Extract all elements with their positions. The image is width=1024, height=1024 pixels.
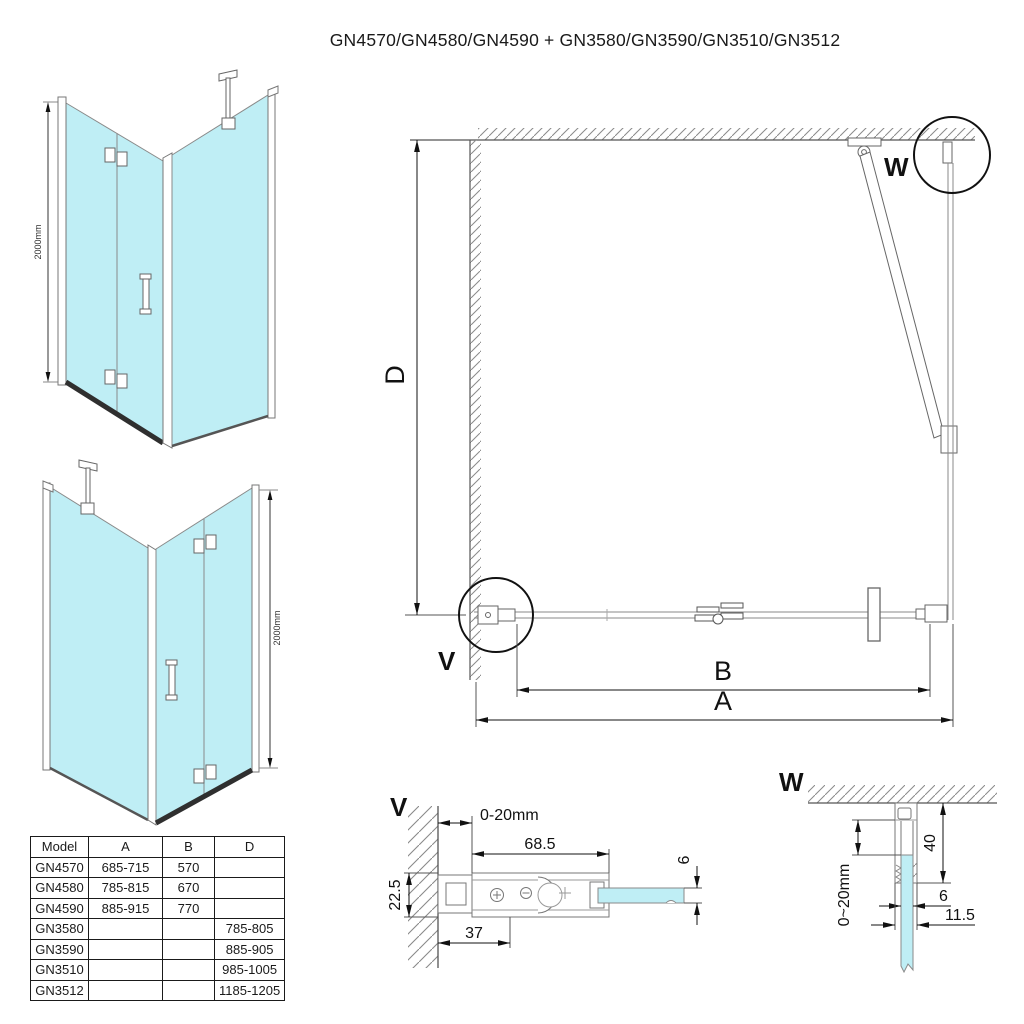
table-row: GN4580 785-815 670 [30, 877, 286, 899]
page-title: GN4570/GN4580/GN4590 + GN3580/GN3590/GN3… [329, 30, 841, 50]
cell-b: 770 [162, 897, 215, 919]
iso-reverse-side-panel [42, 480, 149, 822]
cell-d: 785-805 [213, 918, 286, 940]
iso-view-front: 2000mm [33, 69, 279, 449]
cell-b [162, 918, 215, 940]
cell-a: 885-915 [88, 897, 163, 919]
plan-depth-label: D [380, 365, 410, 385]
cell-a: 685-715 [88, 856, 163, 878]
plan-dim-depth [405, 140, 466, 616]
detail-w-glass-thickness-label: 6 [939, 888, 948, 905]
detail-w-dims [852, 803, 975, 930]
table-row: GN3510 985-1005 [30, 959, 286, 981]
iso-reverse-height-label: 2000mm [272, 610, 282, 645]
iso-reverse-handle [165, 659, 178, 701]
plan-total-width-label: A [714, 686, 732, 716]
plan-view: D W V [380, 116, 991, 727]
table-header-row: Model A B D [30, 836, 286, 858]
cell-a [88, 979, 163, 1001]
cell-b: 570 [162, 856, 215, 878]
detail-w-title: W [779, 767, 804, 797]
iso-reverse-dimension [259, 489, 278, 769]
iso-front-handle [139, 273, 152, 315]
cell-model: GN3510 [30, 959, 89, 981]
cell-d: 885-905 [213, 938, 286, 960]
table-row: GN4590 885-915 770 [30, 897, 286, 919]
detail-v-glass-thickness-label: 6 [676, 855, 693, 864]
header-model: Model [30, 836, 89, 858]
detail-v-wall-gap-label: 0-20mm [480, 807, 539, 824]
cell-model: GN3590 [30, 938, 89, 960]
cell-d [213, 877, 286, 899]
plan-walls [410, 128, 975, 680]
iso-front-side-panel [171, 85, 279, 448]
detail-v-dims [404, 816, 702, 948]
cell-d: 1185-1205 [213, 979, 286, 1001]
detail-w-gasket [913, 863, 917, 883]
cell-a: 785-815 [88, 877, 163, 899]
cell-a [88, 918, 163, 940]
iso-view-reverse: 2000mm [42, 459, 282, 826]
plan-side-panel [942, 141, 954, 620]
plan-detail-w-label: W [884, 152, 909, 182]
cell-model: GN3580 [30, 918, 89, 940]
cell-model: GN4570 [30, 856, 89, 878]
table-row: GN3580 785-805 [30, 918, 286, 940]
cell-model: GN4590 [30, 897, 89, 919]
cell-a [88, 959, 163, 981]
plan-detail-v-label: V [438, 646, 456, 676]
cell-d [213, 897, 286, 919]
plan-dim-total-width [475, 624, 954, 727]
detail-v-length-label: 68.5 [524, 836, 555, 853]
detail-v-depth-label: 22.5 [387, 879, 404, 910]
iso-reverse-hinges [193, 534, 217, 784]
iso-front-height-label: 2000mm [33, 224, 43, 259]
detail-w-profile-width-label: 11.5 [945, 907, 975, 924]
cell-b [162, 938, 215, 960]
detail-v-glass [597, 887, 685, 904]
iso-front-corner-post [162, 152, 173, 449]
plan-handle [867, 587, 881, 642]
header-a: A [88, 836, 163, 858]
cell-model: GN4580 [30, 877, 89, 899]
detail-w-adjustment-label: 0~20mm [836, 864, 853, 927]
table-row: GN3512 1185-1205 [30, 979, 286, 1001]
detail-v-profile [437, 872, 610, 918]
iso-front-hinges [104, 147, 128, 389]
detail-v-view: V 0-20mm 68.5 2 [387, 792, 702, 968]
table-row: GN3590 885-905 [30, 938, 286, 960]
plan-support-bar [847, 137, 958, 454]
spec-table: Model A B D GN4570 685-715 570 GN4580 78… [30, 836, 286, 1001]
cell-d: 985-1005 [213, 959, 286, 981]
table-row: GN4570 685-715 570 [30, 856, 286, 878]
detail-w-ceiling [808, 785, 997, 804]
cell-a [88, 938, 163, 960]
detail-v-wall-profile-label: 37 [465, 925, 483, 942]
plan-door [474, 587, 948, 642]
cell-b: 670 [162, 877, 215, 899]
iso-front-door-panel [57, 96, 165, 446]
cell-b [162, 959, 215, 981]
plan-fold-hinge [694, 602, 744, 625]
detail-w-glass [900, 854, 914, 974]
detail-w-view: W 40 0~20mm 6 11.5 [779, 767, 997, 974]
plan-door-width-label: B [714, 656, 732, 686]
plan-dim-door-width [516, 624, 931, 697]
cell-d [213, 856, 286, 878]
header-d: D [213, 836, 286, 858]
header-b: B [162, 836, 215, 858]
iso-reverse-corner-post [147, 544, 157, 826]
detail-w-bracket-height-label: 40 [922, 834, 939, 852]
iso-reverse-ceiling-support [78, 459, 98, 515]
detail-v-callout-circle [458, 577, 534, 653]
detail-w-callout-circle [913, 116, 991, 194]
iso-front-ceiling-support [218, 69, 238, 130]
detail-v-wall [408, 806, 439, 968]
cell-b [162, 979, 215, 1001]
detail-v-title: V [390, 792, 408, 822]
iso-reverse-door-panel [154, 484, 260, 826]
cell-model: GN3512 [30, 979, 89, 1001]
